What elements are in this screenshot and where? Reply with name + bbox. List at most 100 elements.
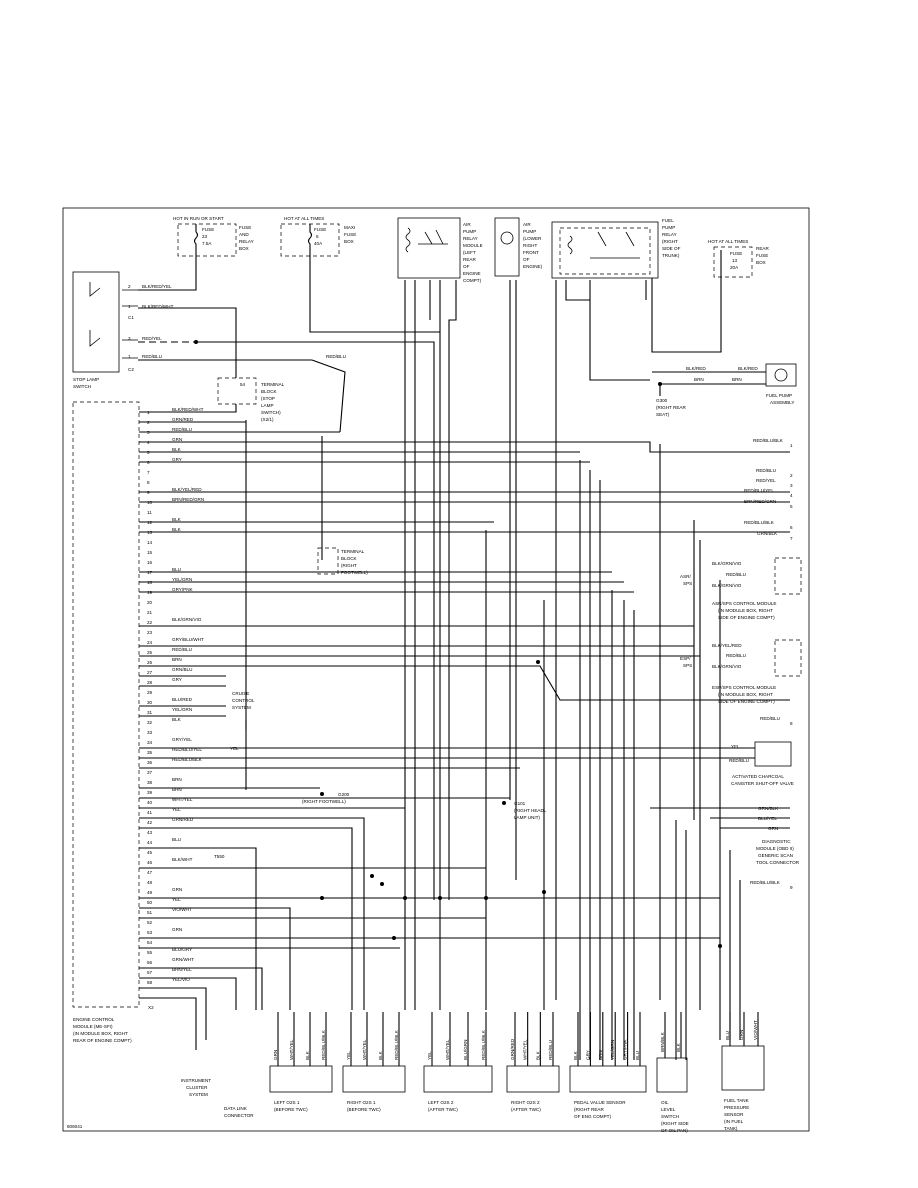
ecm-pin-number: 55: [147, 950, 153, 955]
ecm-pin-wire: BRN: [172, 787, 182, 792]
svg-text:RED/BLU: RED/BLU: [726, 572, 746, 577]
ecm-box: [72, 401, 140, 1008]
ecm-pin-number: 43: [147, 830, 153, 835]
svg-text:REAR: REAR: [463, 257, 476, 262]
svg-text:HOT AT ALL TIMES: HOT AT ALL TIMES: [708, 239, 748, 244]
svg-text:T550: T550: [214, 854, 225, 859]
ecm-pin-number: 44: [147, 840, 153, 845]
svg-text:BLK/RED/WHT: BLK/RED/WHT: [142, 304, 174, 309]
ecm-pin-number: 14: [147, 540, 153, 545]
fuel-pump-assembly: BLK/RED BLK/RED BRN BRN G300 (RIGHT REAR…: [652, 363, 797, 417]
svg-text:ESP/: ESP/: [680, 656, 691, 661]
svg-text:RELAY: RELAY: [463, 236, 478, 241]
svg-text:COMPT): COMPT): [463, 278, 482, 283]
ecm-pin-number: 39: [147, 790, 153, 795]
ecm-pin-wire: GRN: [172, 887, 182, 892]
svg-text:BLK/GRN/VIO: BLK/GRN/VIO: [712, 664, 742, 669]
svg-text:LAMP UNIT): LAMP UNIT): [514, 815, 540, 820]
svg-text:BOX: BOX: [344, 239, 354, 244]
svg-text:FUSE: FUSE: [202, 227, 214, 232]
svg-text:BLK/RED: BLK/RED: [738, 366, 758, 371]
ecm-pin-number: 42: [147, 820, 153, 825]
stop-lamp-switch: STOP LAMP SWITCH 2 BLK/RED/YEL 1 BLK/RED…: [72, 271, 435, 900]
svg-text:RED/BLU/YEL: RED/BLU/YEL: [744, 488, 774, 493]
sensor-caption: (BEFORE TWC): [347, 1107, 381, 1112]
sensor-caption: LEVEL: [661, 1107, 676, 1112]
svg-text:6: 6: [790, 525, 793, 530]
ecm-pin-wire: RED/BLU: [172, 427, 192, 432]
svg-text:DATA LINK: DATA LINK: [224, 1106, 248, 1111]
svg-text:X2: X2: [148, 1005, 154, 1010]
svg-text:BLK/RED/YEL: BLK/RED/YEL: [142, 284, 172, 289]
ecm-pin-number: 52: [147, 920, 153, 925]
svg-text:RED/BLU/BLK: RED/BLU/BLK: [750, 880, 781, 885]
air-pump: X1 AIR PUMP (LOWER RIGHT FRONT OF ENGINE…: [494, 217, 543, 277]
svg-text:SPS: SPS: [683, 663, 692, 668]
svg-text:54: 54: [240, 382, 246, 387]
svg-text:CONNECTOR: CONNECTOR: [224, 1113, 254, 1118]
ecm-pin-wire: VIO/WHT: [172, 907, 192, 912]
sensor-caption: OF ENG COMPT): [574, 1114, 611, 1119]
ecm-pin-wire: YEL/GRN: [172, 577, 192, 582]
sensor-caption: RIGHT O2S 2: [511, 1100, 540, 1105]
sensor-caption: RIGHT O2S 1: [347, 1100, 376, 1105]
svg-text:GRN/BLK: GRN/BLK: [757, 531, 778, 536]
ecm-pin-number: 49: [147, 890, 153, 895]
fuse-23: HOT IN RUN OR START FUSE 23 7.5A FUSE AN…: [138, 216, 254, 291]
ecm-pin-number: 25: [147, 650, 153, 655]
sensor-pin-label: BRN: [598, 1050, 603, 1060]
svg-text:STOP LAMP: STOP LAMP: [73, 377, 99, 382]
asr-sps-module: ASR/ SPS BLK/GRN/VIO RED/BLU BLK/GRN/VIO…: [680, 557, 802, 620]
svg-text:40A: 40A: [314, 241, 323, 246]
svg-text:FUEL PUMP: FUEL PUMP: [766, 393, 792, 398]
figure-id: 806041: [67, 1124, 83, 1129]
sensor-pin-label: WHT/YEL: [523, 1039, 528, 1060]
sensor-pin-label: WHT/YEL: [362, 1039, 367, 1060]
sensor-pin-label: BLK: [573, 1050, 578, 1060]
svg-text:TRUNK): TRUNK): [662, 253, 680, 258]
ecm-pin-number: 54: [147, 940, 153, 945]
ecm-pin-number: 31: [147, 710, 153, 715]
svg-text:(RIGHT REAR: (RIGHT REAR: [656, 405, 686, 410]
data-link-connector: DATA LINK CONNECTOR: [224, 1106, 254, 1118]
ecm-pin-wire: BRN/RED/GRN: [172, 497, 204, 502]
ecm-pin-number: 34: [147, 740, 153, 745]
ecm-pin-number: 27: [147, 670, 153, 675]
svg-text:13: 13: [732, 258, 738, 263]
ecm-pin-number: 45: [147, 850, 153, 855]
svg-text:ASR/SPS CONTROL MODULE: ASR/SPS CONTROL MODULE: [712, 601, 776, 606]
sensor-caption: OF OIL PAN): [661, 1128, 688, 1133]
svg-text:BRN: BRN: [694, 377, 704, 382]
ecm-pin-number: 26: [147, 660, 153, 665]
svg-text:OF: OF: [463, 264, 470, 269]
ecm-pin-wire: BLK: [172, 717, 182, 722]
junctions: [320, 660, 722, 948]
ecm-pin-number: 41: [147, 810, 153, 815]
sensor-caption: (BEFORE TWC): [274, 1107, 308, 1112]
svg-text:FUSE: FUSE: [756, 253, 768, 258]
ecm-pin-number: 20: [147, 600, 153, 605]
sensor-pin-label: BLK: [535, 1050, 540, 1060]
sensor-caption: (AFTER TWC): [511, 1107, 541, 1112]
ecm-pin-number: 29: [147, 690, 153, 695]
esp-sps-module: ESP/ SPS BLK/YEL/RED RED/BLU BLK/GRN/VIO…: [680, 639, 802, 704]
svg-text:ASSEMBLY: ASSEMBLY: [770, 400, 794, 405]
sensor-pin-label: RED/BLU/BLK: [481, 1029, 486, 1060]
svg-text:FUSE: FUSE: [344, 232, 356, 237]
svg-text:OF: OF: [523, 257, 530, 262]
ecm-pin-wire: GRN: [172, 927, 182, 932]
ecm-pin-number: 22: [147, 620, 153, 625]
ecm-pin-number: 7: [147, 470, 150, 475]
ecm-pin-number: 21: [147, 610, 153, 615]
ecm-pin-number: 32: [147, 720, 153, 725]
ecm-pin-number: 33: [147, 730, 153, 735]
svg-text:(STOP: (STOP: [261, 396, 275, 401]
sensor-caption: SWITCH: [661, 1114, 679, 1119]
svg-text:SWITCH: SWITCH: [73, 384, 91, 389]
svg-text:GENERIC SCAN: GENERIC SCAN: [758, 853, 793, 858]
ecm-pin-wire: BLU: [172, 567, 181, 572]
ecm-pin-wire: GRY/PNK: [172, 587, 194, 592]
